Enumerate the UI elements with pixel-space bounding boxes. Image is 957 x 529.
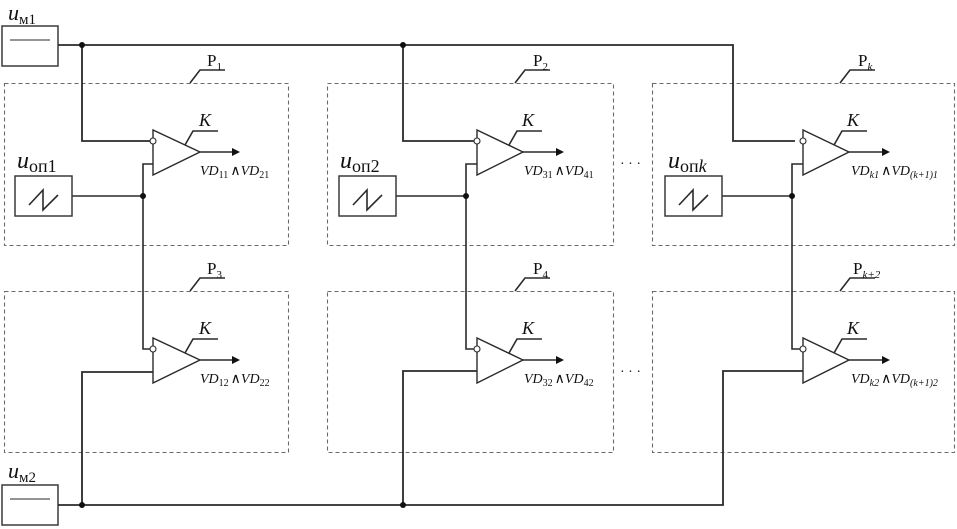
top-bus bbox=[58, 44, 795, 142]
block-frame-p2 bbox=[326, 82, 615, 247]
comparator-label-pk: K bbox=[846, 110, 860, 130]
output-label-pk2: VDk2∧VD(k+1)2 bbox=[851, 372, 938, 389]
block-label-p2: P2 bbox=[533, 51, 548, 73]
ellipsis-bottom: · · · bbox=[620, 365, 641, 380]
reference-connectors bbox=[72, 163, 803, 350]
reference-source-2-label: uоп2 bbox=[340, 148, 380, 176]
block-label-leaders bbox=[189, 69, 875, 292]
junction-dots bbox=[79, 42, 795, 508]
ellipsis-top: · · · bbox=[620, 157, 641, 172]
block-label-p4: P4 bbox=[533, 259, 548, 281]
block-frame-p3 bbox=[3, 290, 290, 454]
output-arrow-icon bbox=[232, 148, 240, 156]
reference-source-1 bbox=[14, 175, 73, 217]
modulating-source-2-box bbox=[1, 484, 59, 526]
comparator-label-p1: K bbox=[198, 110, 212, 130]
comparator-label-p2: K bbox=[521, 110, 535, 130]
modulating-source-2-label: uм2 bbox=[8, 458, 36, 486]
block-frame-pk2 bbox=[651, 290, 956, 454]
output-label-p3: VD12∧VD22 bbox=[200, 372, 270, 389]
modulating-source-1-label: uм1 bbox=[8, 0, 36, 28]
comparator-pk bbox=[799, 128, 890, 177]
output-label-p1: VD11∧VD21 bbox=[200, 164, 269, 181]
output-label-p4: VD32∧VD42 bbox=[524, 372, 594, 389]
output-arrow-icon bbox=[882, 148, 890, 156]
sawtooth-icon bbox=[352, 187, 383, 212]
block-label-pk: Pk bbox=[858, 51, 873, 73]
comparator-p3 bbox=[149, 336, 240, 385]
bottom-bus bbox=[58, 370, 803, 506]
block-frame-p4 bbox=[326, 290, 615, 454]
comparator-p2 bbox=[473, 128, 564, 177]
output-arrow-icon bbox=[232, 356, 240, 364]
comparator-label-p4: K bbox=[521, 318, 535, 338]
output-arrow-icon bbox=[556, 148, 564, 156]
sawtooth-icon bbox=[678, 187, 709, 212]
block-label-pk2: Pk+2 bbox=[853, 259, 881, 281]
output-arrow-icon bbox=[556, 356, 564, 364]
comparator-p4 bbox=[473, 336, 564, 385]
output-label-pk: VDk1∧VD(k+1)1 bbox=[851, 164, 938, 181]
reference-source-k bbox=[664, 175, 723, 217]
block-label-p1: P1 bbox=[207, 51, 222, 73]
block-label-p3: P3 bbox=[207, 259, 222, 281]
block-frame-pk bbox=[651, 82, 956, 247]
modulating-source-1-box bbox=[1, 25, 59, 67]
comparator-p1 bbox=[149, 128, 240, 177]
output-label-p2: VD31∧VD41 bbox=[524, 164, 594, 181]
output-arrow-icon bbox=[882, 356, 890, 364]
comparator-label-p3: K bbox=[198, 318, 212, 338]
reference-source-1-label: uоп1 bbox=[17, 148, 57, 176]
block-frame-p1 bbox=[3, 82, 290, 247]
reference-source-k-label: uопk bbox=[668, 148, 708, 176]
reference-source-2 bbox=[338, 175, 397, 217]
comparator-label-pk2: K bbox=[846, 318, 860, 338]
comparator-pk2 bbox=[799, 336, 890, 385]
sawtooth-icon bbox=[28, 187, 59, 212]
